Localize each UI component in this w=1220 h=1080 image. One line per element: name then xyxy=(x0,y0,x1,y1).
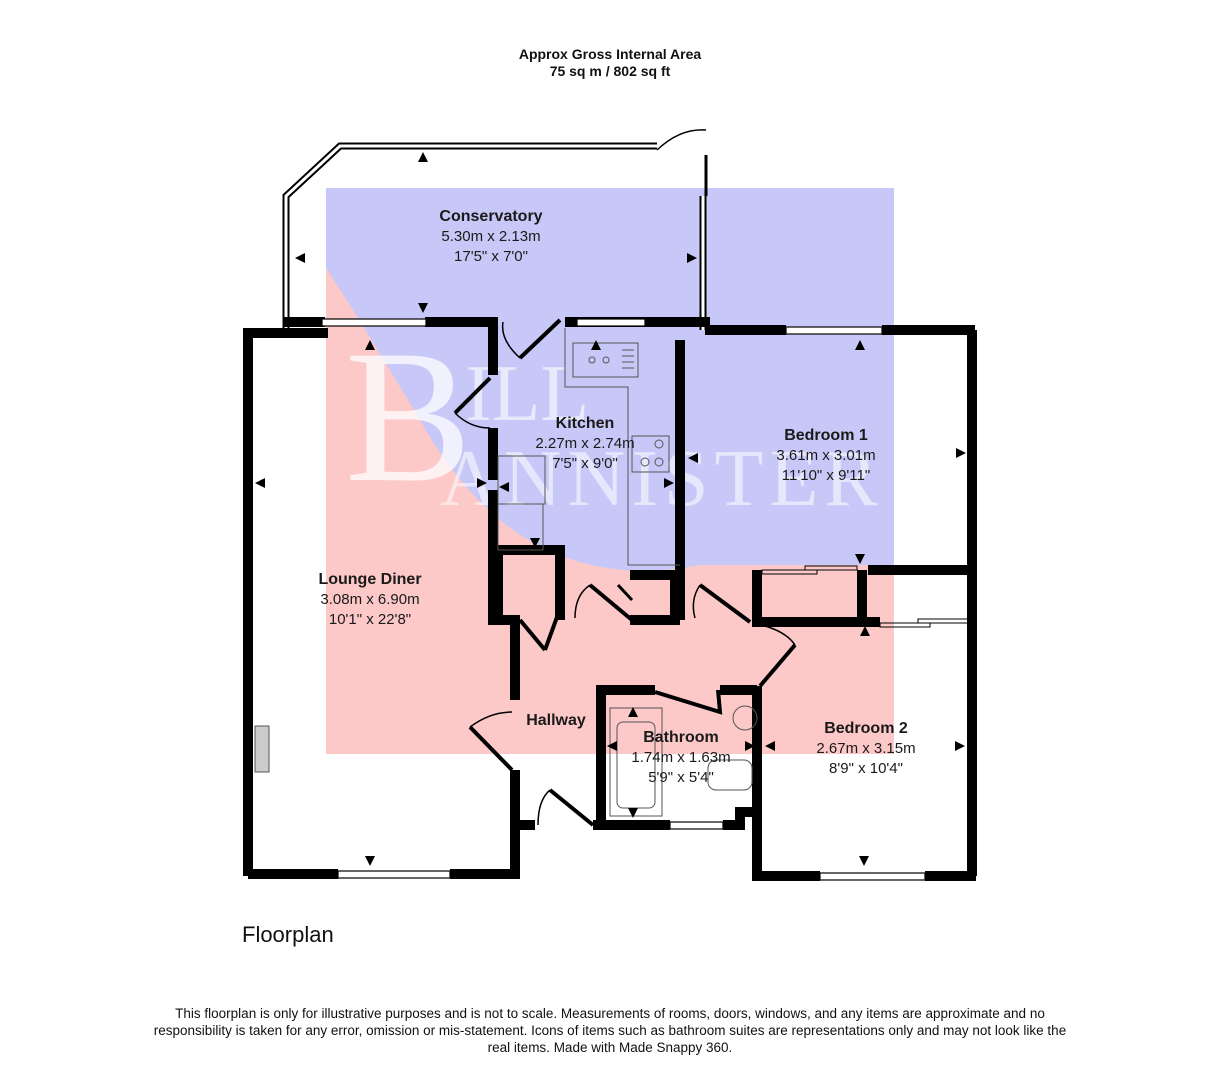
floor-title: Floorplan xyxy=(242,922,334,947)
disclaimer-text: This floorplan is only for illustrative … xyxy=(153,1006,1067,1055)
walls xyxy=(243,317,977,881)
bath-icon xyxy=(609,707,663,817)
svg-text:ILL: ILL xyxy=(465,350,589,438)
gross-area-title: Approx Gross Internal Area xyxy=(518,46,702,62)
svg-text:B: B xyxy=(345,312,472,522)
room-label-bedroom-2: Bedroom 2 2.67m x 3.15m 8'9" x 10'4" xyxy=(816,720,916,777)
room-label-kitchen: Kitchen 2.27m x 2.74m 7'5" x 9'0" xyxy=(535,415,635,472)
conservatory-walls xyxy=(282,129,708,330)
hob-icon xyxy=(631,435,670,473)
watermark-logo: B ILL ANNISTER xyxy=(326,188,894,754)
basin-icon xyxy=(732,705,758,731)
room-label-lounge-diner: Lounge Diner 3.08m x 6.90m 10'1" x 22'8" xyxy=(318,571,422,628)
toilet-icon xyxy=(707,759,753,791)
room-label-conservatory: Conservatory 5.30m x 2.13m 17'5" x 7'0" xyxy=(439,208,543,265)
gross-area-value: 75 sq m / 802 sq ft xyxy=(549,63,671,79)
room-label-bedroom-1: Bedroom 1 3.61m x 3.01m 11'10" x 9'11" xyxy=(776,427,876,484)
svg-text:ANNISTER: ANNISTER xyxy=(440,435,884,523)
windows xyxy=(321,318,926,881)
radiator-icon xyxy=(254,725,270,773)
sink-icon xyxy=(572,342,639,378)
gross-area-header: Approx Gross Internal Area 75 sq m / 802… xyxy=(0,46,1220,80)
fixtures xyxy=(254,328,758,817)
wardrobe-sliders xyxy=(761,565,971,628)
room-label-hallway: Hallway xyxy=(526,712,586,729)
room-label-bathroom: Bathroom 1.74m x 1.63m 5'9" x 5'4" xyxy=(631,729,731,786)
doors xyxy=(453,318,797,827)
dimension-arrows xyxy=(255,152,966,866)
